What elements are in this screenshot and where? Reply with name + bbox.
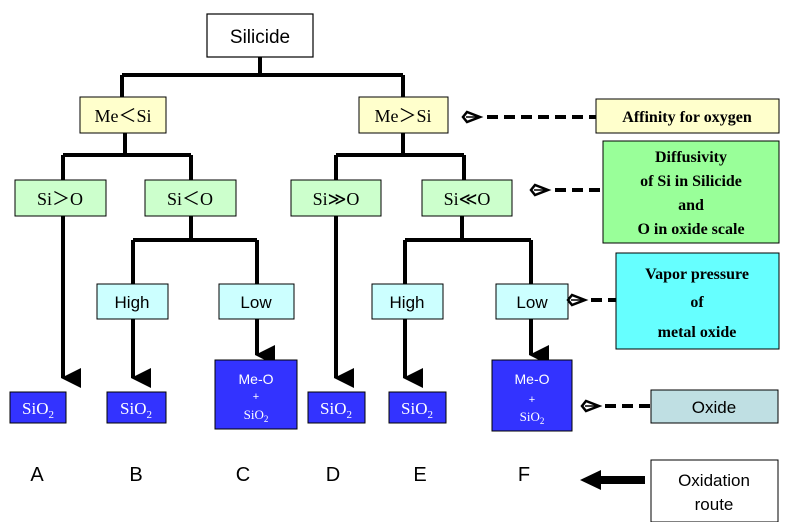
node-high-left-label: High	[115, 293, 150, 312]
route-letters: A B C D E F	[30, 464, 530, 486]
legend-oxide: Oxide	[650, 389, 779, 424]
node-high-left: High	[96, 283, 169, 320]
node-me-gt-si-label: Me＞Si	[374, 106, 431, 126]
legend-diffusivity-line3: and	[678, 197, 704, 214]
legend-diffusivity-line4: O in oxide scale	[637, 221, 744, 238]
result-F-line3: SiO2	[520, 409, 545, 426]
legend-diffusivity: Diffusivity of Si in Silicide and O in o…	[602, 140, 780, 244]
result-B: SiO2	[106, 391, 167, 424]
legend-affinity-label: Affinity for oxygen	[622, 109, 752, 126]
route-letter-D: D	[326, 464, 340, 486]
node-si-much-lt-o-label: Si≪O	[444, 189, 491, 209]
node-me-gt-si: Me＞Si	[358, 96, 449, 134]
legend-diffusivity-line1: Diffusivity	[655, 149, 727, 166]
node-low-left: Low	[218, 283, 295, 320]
arrow-left-icon	[580, 470, 645, 490]
tree-connectors	[61, 57, 533, 284]
result-D: SiO2	[307, 391, 366, 424]
node-high-right: High	[371, 283, 444, 320]
route-letter-C: C	[236, 464, 250, 486]
node-low-right-label: Low	[516, 293, 548, 312]
node-si-much-gt-o-label: Si≫O	[313, 189, 360, 209]
eye-pointer-icon	[566, 293, 616, 307]
node-silicide: Silicide	[206, 13, 314, 58]
legend-oxide-label: Oxide	[692, 398, 736, 417]
node-me-lt-si-label: Me＜Si	[94, 106, 151, 126]
eye-pointer-icon	[461, 110, 596, 124]
result-D-label: SiO2	[320, 399, 352, 421]
result-C-line3: SiO2	[244, 407, 269, 424]
node-silicide-label: Silicide	[230, 27, 290, 48]
route-letter-B: B	[129, 464, 142, 486]
node-si-lt-o: Si＜O	[144, 179, 237, 217]
node-si-lt-o-label: Si＜O	[167, 189, 213, 209]
legend-vapor-line3: metal oxide	[658, 324, 737, 341]
result-C-line2: +	[253, 391, 259, 403]
result-E-label: SiO2	[401, 399, 433, 421]
legend-vapor-line1: Vapor pressure	[645, 266, 749, 283]
eye-pointer-icon	[529, 183, 602, 197]
result-C: Me-O + SiO2	[214, 359, 298, 430]
result-arrows	[61, 216, 549, 388]
result-B-label: SiO2	[120, 399, 152, 421]
node-low-left-label: Low	[240, 293, 272, 312]
result-E: SiO2	[388, 391, 447, 424]
node-si-gt-o: Si＞O	[14, 179, 107, 217]
legend-route-line2: route	[695, 495, 734, 514]
node-si-gt-o-label: Si＞O	[37, 189, 83, 209]
legend-vapor: Vapor pressure of metal oxide	[615, 252, 780, 350]
node-si-much-lt-o: Si≪O	[421, 179, 513, 217]
legend-diffusivity-line2: of Si in Silicide	[640, 173, 742, 190]
route-letter-E: E	[413, 464, 426, 486]
legend-oxidation-route: Oxidation route	[650, 459, 779, 522]
eye-pointer-icon	[580, 399, 652, 413]
result-F-line2: +	[529, 394, 535, 406]
route-letter-F: F	[518, 464, 530, 486]
result-C-line1: Me-O	[239, 371, 274, 387]
node-high-right-label: High	[390, 293, 425, 312]
result-A: SiO2	[9, 391, 67, 424]
result-F-line1: Me-O	[515, 371, 550, 387]
legend-route-line1: Oxidation	[678, 471, 750, 490]
route-letter-A: A	[30, 464, 44, 486]
node-me-lt-si: Me＜Si	[79, 96, 167, 134]
legend-vapor-line2: of	[690, 294, 704, 311]
node-low-right: Low	[495, 283, 569, 320]
legend-affinity: Affinity for oxygen	[595, 98, 780, 134]
result-A-label: SiO2	[22, 399, 54, 421]
node-si-much-gt-o: Si≫O	[290, 179, 382, 217]
result-F: Me-O + SiO2	[491, 359, 573, 432]
